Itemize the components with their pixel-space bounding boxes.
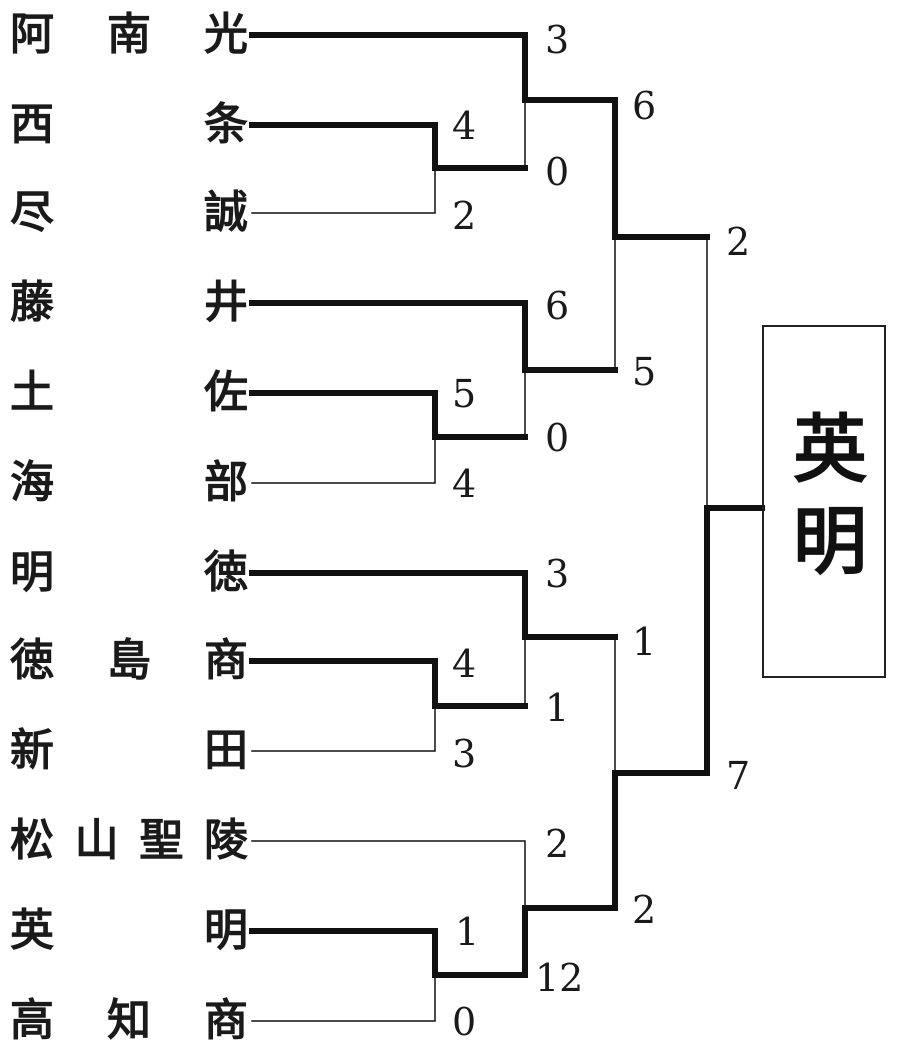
team-name: 西条: [10, 99, 248, 150]
score: 1: [632, 620, 657, 664]
team-name: 松山聖陵: [10, 815, 248, 866]
team-name: 海部: [10, 457, 248, 508]
score: 0: [545, 416, 570, 460]
score: 5: [452, 372, 477, 416]
line-eimei: [249, 928, 438, 978]
team-name: 高知商: [10, 995, 248, 1046]
score: 6: [545, 284, 570, 328]
line-jinsei: [251, 167, 436, 214]
team-name: 英明: [10, 905, 248, 956]
score: 3: [545, 552, 570, 596]
line-kochisho: [251, 974, 436, 1022]
score: 0: [452, 1000, 477, 1044]
score: 3: [545, 18, 570, 62]
score: 0: [545, 150, 570, 194]
champion-box: 英明: [762, 325, 886, 678]
score: 2: [726, 220, 751, 264]
score: 2: [452, 194, 477, 238]
team-name: 阿南光: [10, 9, 248, 60]
line-fujii: [249, 300, 528, 373]
score: 7: [726, 754, 751, 798]
score: 1: [455, 910, 480, 954]
line-eimei-adv: [522, 770, 618, 911]
line-ananko-adv: [522, 97, 618, 240]
team-name: 藤井: [10, 277, 248, 328]
score: 2: [632, 888, 657, 932]
score: 4: [452, 642, 477, 686]
line-saijo: [249, 122, 438, 171]
score: 12: [535, 956, 584, 1000]
line-tosa: [249, 390, 438, 440]
line-nitta: [251, 705, 436, 752]
team-name: 土佐: [10, 367, 248, 418]
line-matsuyama: [251, 840, 526, 909]
line-tokushimasho: [249, 658, 438, 709]
team-name: 徳島商: [10, 635, 248, 686]
score: 4: [452, 104, 477, 148]
team-name: 尽誠: [10, 187, 248, 238]
team-name: 明徳: [10, 547, 248, 598]
line-ananko: [249, 32, 528, 103]
champion-name: 英明: [780, 409, 867, 594]
score: 1: [545, 686, 570, 730]
line-kaifu: [251, 436, 436, 484]
score: 2: [545, 822, 570, 866]
line-semi2: [612, 505, 710, 776]
score: 6: [632, 84, 657, 128]
score: 4: [452, 462, 477, 506]
team-name: 新田: [10, 725, 248, 776]
score: 3: [452, 732, 477, 776]
score: 5: [632, 350, 657, 394]
line-meitoku: [249, 570, 528, 640]
